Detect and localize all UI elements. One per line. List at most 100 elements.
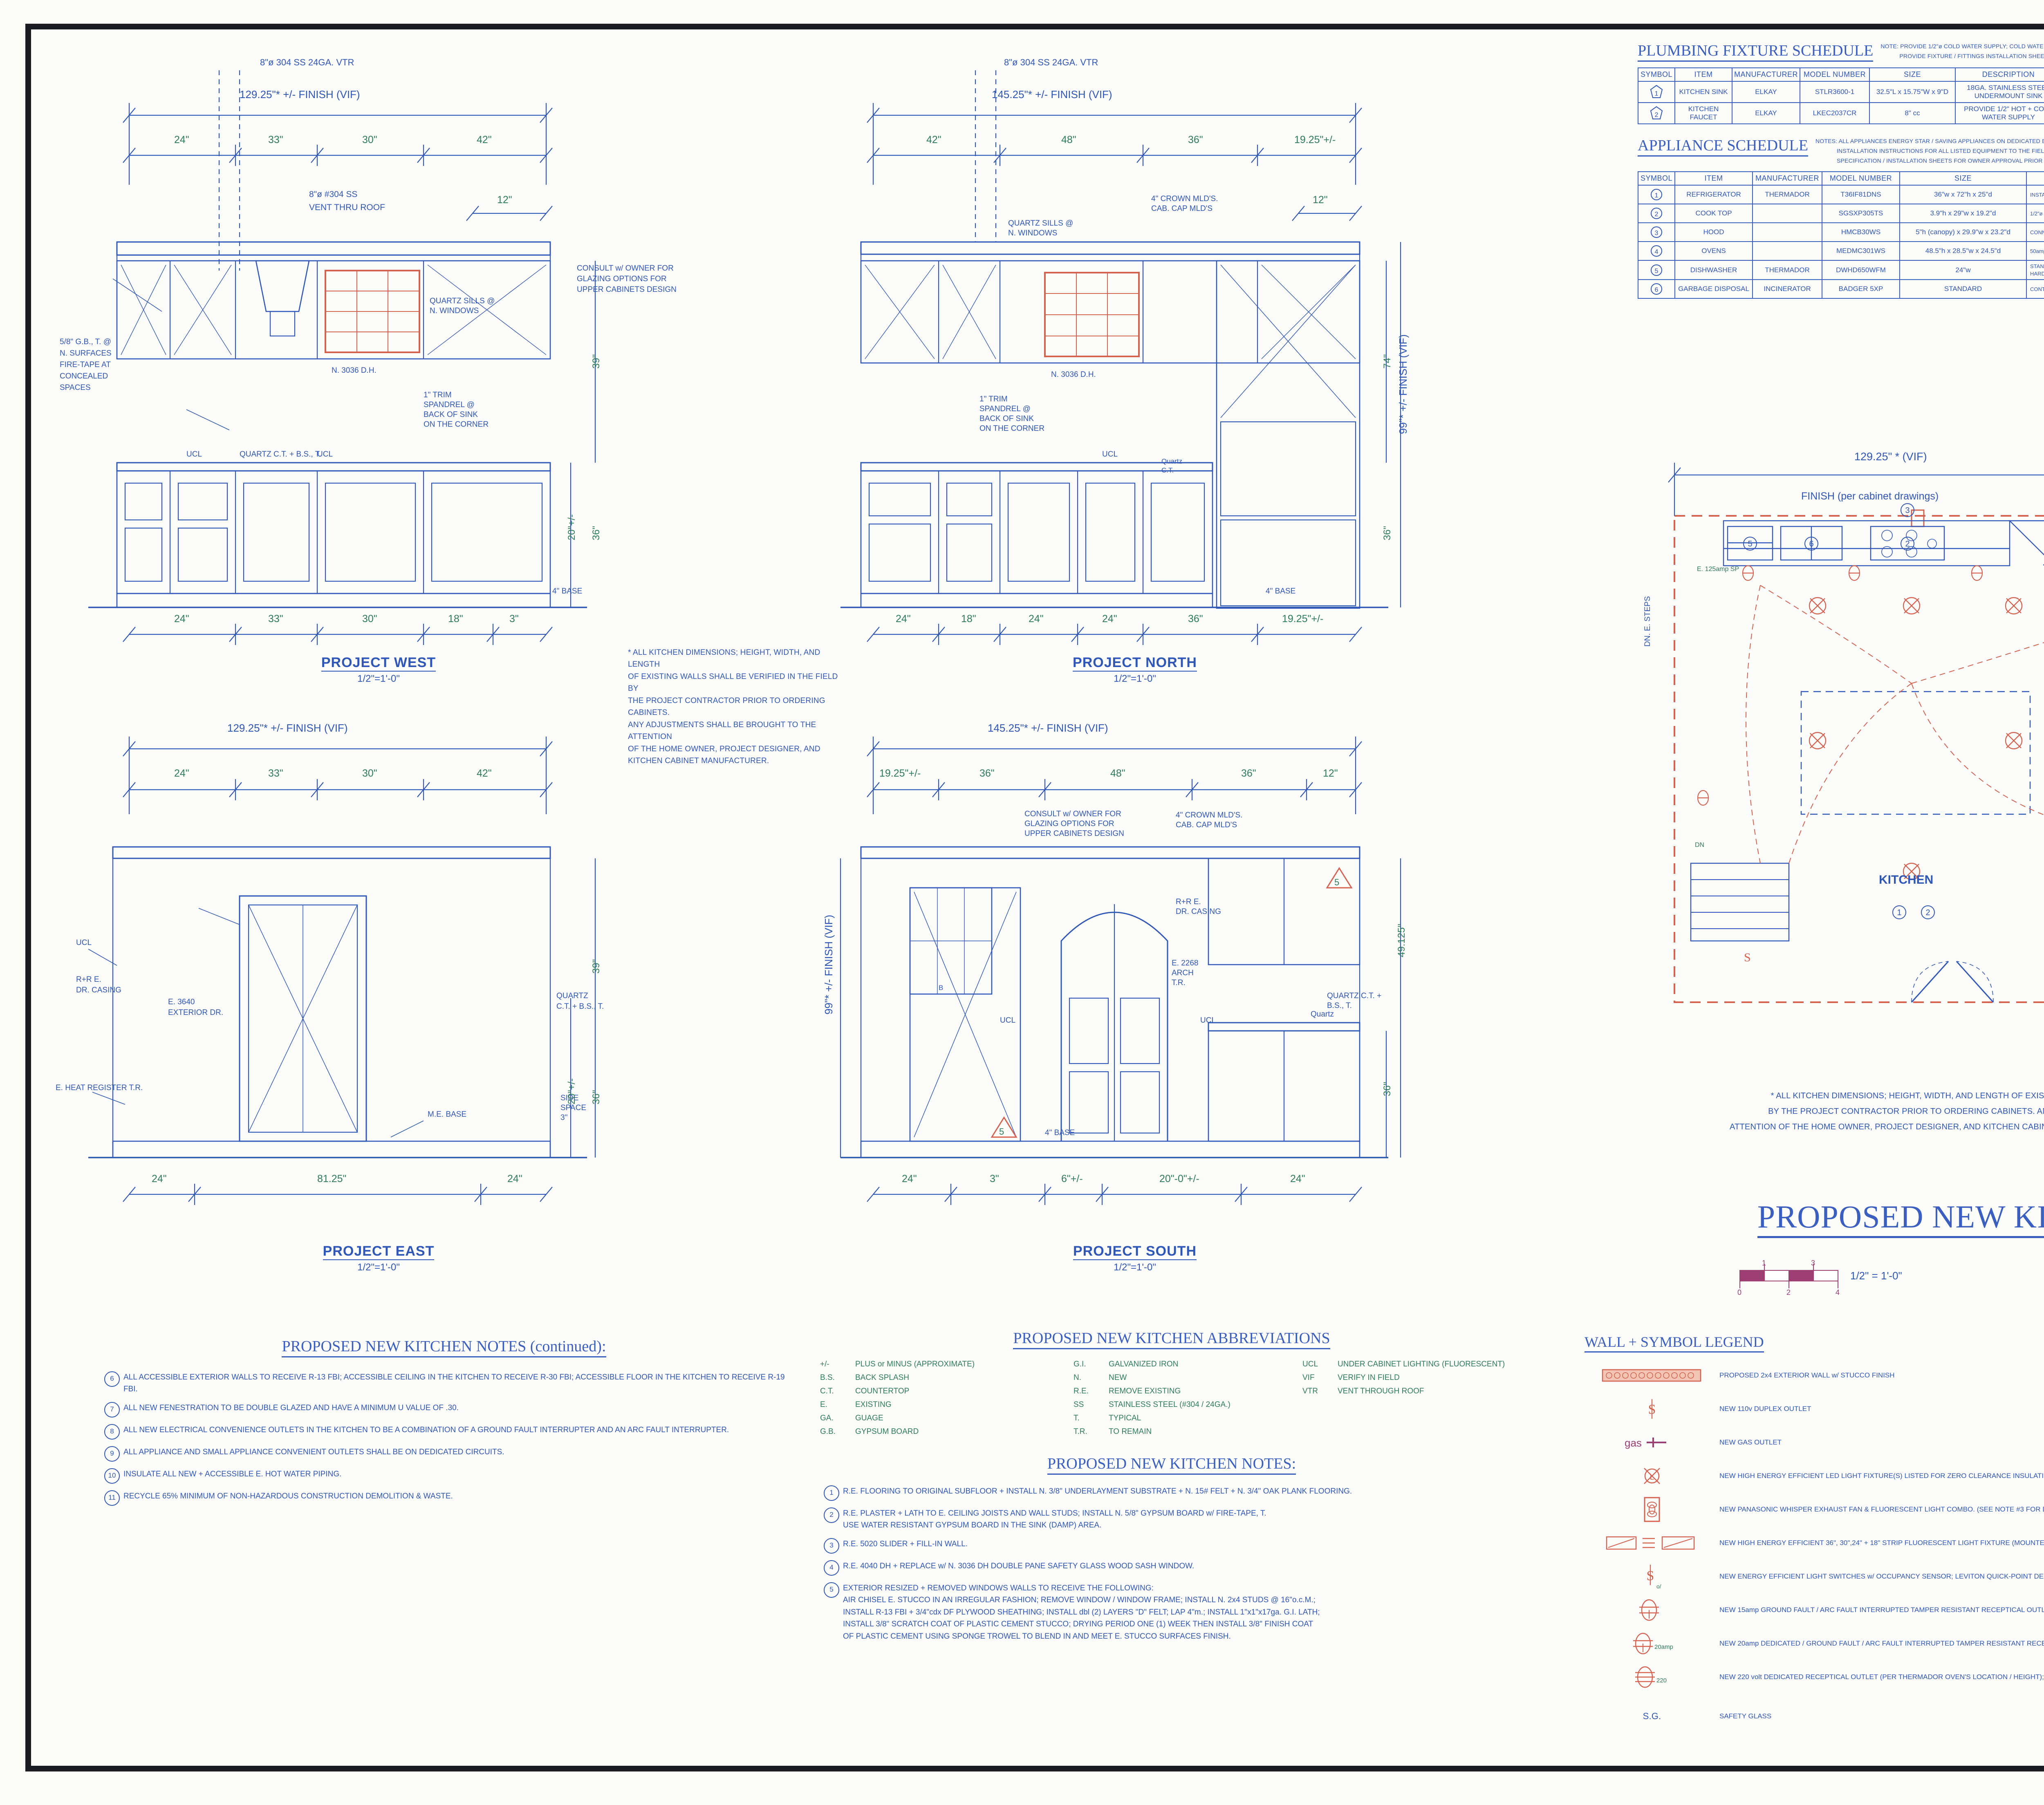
appl-remarks-6: CONTINUOUS FEED <box>2026 279 2044 299</box>
svg-text:24": 24" <box>174 613 189 625</box>
abbreviation-row: SS STAINLESS STEEL (#304 / 24GA.) <box>1074 1400 1302 1409</box>
plumbing-schedule-table: SYMBOL ITEM MANUFACTURER MODEL NUMBER SI… <box>1638 67 2044 124</box>
appl-mfr-5: THERMADOR <box>1752 260 1822 280</box>
note-number: 7 <box>101 1402 123 1418</box>
legend-item: S.G. SAFETY GLASS <box>1585 1705 2044 1728</box>
appl-symbol-4: 4 <box>1638 241 1675 261</box>
svg-text:220: 220 <box>1656 1677 1667 1684</box>
legend-item: NEW PANASONIC WHISPER EXHAUST FAN & FLUO… <box>1585 1497 2044 1522</box>
svg-text:24": 24" <box>1102 613 1117 625</box>
svg-text:CAB. CAP MLD'S: CAB. CAP MLD'S <box>1176 821 1237 829</box>
schedules-area: PLUMBING FIXTURE SCHEDULE NOTE: PROVIDE … <box>1638 42 2044 299</box>
appl-symbol-3: 3 <box>1638 222 1675 242</box>
svg-text:33": 33" <box>268 613 283 625</box>
abbreviation-row: N. NEW <box>1074 1373 1302 1382</box>
svg-text:36": 36" <box>979 768 995 779</box>
svg-text:QUARTZ: QUARTZ <box>556 992 588 1000</box>
svg-text:C.T.: C.T. <box>1161 466 1174 474</box>
svg-text:5: 5 <box>999 1126 1004 1137</box>
svg-text:42": 42" <box>926 134 941 146</box>
note-line: R.E. 5020 SLIDER + FILL-IN WALL. <box>843 1539 968 1548</box>
elevations-area: 24" 33" 30" 42" 12" 24" 33" 30" 18" 3" 1… <box>47 34 1535 1284</box>
elev-note-line-2: OF EXISTING WALLS SHALL BE VERIFIED IN T… <box>628 672 838 693</box>
note-item: 1 R.E. FLOORING TO ORIGINAL SUBFLOOR + I… <box>820 1485 1523 1501</box>
plumb-item-1: KITCHEN SINK <box>1674 81 1732 103</box>
elevation-scale-east: 1/2"=1'-0" <box>357 1262 400 1273</box>
legend-text: NEW 20amp DEDICATED / GROUND FAULT / ARC… <box>1719 1639 2044 1647</box>
svg-text:QUARTZ SILLS @: QUARTZ SILLS @ <box>430 297 495 305</box>
abbrev-value: COUNTERTOP <box>855 1387 910 1395</box>
note-item: 8 ALL NEW ELECTRICAL CONVENIENCE OUTLETS… <box>101 1424 787 1440</box>
appl-mfr-2 <box>1752 204 1822 224</box>
col-size: SIZE <box>1899 171 2027 186</box>
svg-text:N. WINDOWS: N. WINDOWS <box>1008 229 1057 237</box>
note-number: 10 <box>101 1468 123 1484</box>
table-row: 2 COOK TOP SGSXP305TS 3.9"h x 29"w x 19.… <box>1638 204 2044 224</box>
col-size: SIZE <box>1869 67 1956 82</box>
svg-text:UCL: UCL <box>1102 450 1118 459</box>
elevation-general-note: * ALL KITCHEN DIMENSIONS; HEIGHT, WIDTH,… <box>628 647 840 767</box>
note-item: 2 R.E. PLASTER + LATH TO E. CEILING JOIS… <box>820 1507 1523 1532</box>
appl-mfr-1: THERMADOR <box>1752 185 1822 205</box>
svg-text:o/: o/ <box>1656 1583 1661 1590</box>
appl-model-6: BADGER 5XP <box>1822 279 1900 299</box>
appl-symbol-1: 1 <box>1638 185 1675 205</box>
svg-text:24": 24" <box>1290 1173 1305 1185</box>
legend-title: WALL + SYMBOL LEGEND <box>1585 1333 1764 1353</box>
svg-text:4" CROWN MLD'S.: 4" CROWN MLD'S. <box>1176 811 1242 820</box>
col-symbol: SYMBOL <box>1638 171 1675 186</box>
table-row: 4 OVENS MEDMC301WS 48.5"h x 28.5"w x 24.… <box>1638 241 2044 261</box>
abbrev-key: +/- <box>820 1360 829 1368</box>
plumb-size-2: 8" cc <box>1869 102 1956 124</box>
abbreviation-row: E. EXISTING <box>820 1400 1074 1409</box>
plumb-model-2: LKEC2037CR <box>1800 102 1870 124</box>
svg-text:UPPER CABINETS DESIGN: UPPER CABINETS DESIGN <box>577 285 677 294</box>
svg-text:129.25"* +/- FINISH (VIF): 129.25"* +/- FINISH (VIF) <box>240 88 360 101</box>
svg-text:UCL: UCL <box>1200 1016 1216 1025</box>
svg-text:3: 3 <box>1905 506 1910 515</box>
abbreviation-row: G.B. GYPSUM BOARD <box>820 1427 1074 1436</box>
elevation-east: 24" 33" 30" 42" 24" 81.25" 24" 129.25"* … <box>56 712 759 1292</box>
abbrev-key: E. <box>820 1400 827 1409</box>
abbrev-value: STAINLESS STEEL (#304 / 24GA.) <box>1109 1400 1230 1409</box>
appl-size-3: 5"h (canopy) x 29.9"w x 23.2"d <box>1899 222 2027 242</box>
appliance-schedule-note-2: INSTALLATION INSTRUCTIONS FOR ALL LISTED… <box>1836 147 2044 154</box>
legend-item: 220 NEW 220 volt DEDICATED RECEPTICAL OU… <box>1585 1666 2044 1689</box>
col-mfr: MANUFACTURER <box>1731 67 1801 82</box>
elev-note-line-1: * ALL KITCHEN DIMENSIONS; HEIGHT, WIDTH,… <box>628 648 820 669</box>
table-row: 1 KITCHEN SINK ELKAY STLR3600-1 32.5"L x… <box>1638 81 2044 103</box>
note-line: OF PLASTIC CEMENT USING SPONGE TROWEL TO… <box>843 1632 1231 1641</box>
svg-text:gas: gas <box>1625 1437 1642 1449</box>
plan-room-label: KITCHEN <box>1879 873 1933 887</box>
svg-text:24": 24" <box>507 1173 522 1185</box>
legend-text: SAFETY GLASS <box>1719 1712 1772 1720</box>
svg-text:36": 36" <box>1241 768 1256 779</box>
svg-text:SIDE: SIDE <box>560 1094 578 1102</box>
svg-text:N. SURFACES: N. SURFACES <box>60 349 112 358</box>
legend-item: L NEW HIGH ENERGY EFFICIENT LED LIGHT FI… <box>1585 1465 2044 1487</box>
svg-text:5/8" G.B., T. @: 5/8" G.B., T. @ <box>60 338 111 346</box>
note-line: USE WATER RESISTANT GYPSUM BOARD IN THE … <box>843 1521 1102 1530</box>
svg-text:12": 12" <box>1313 194 1328 206</box>
elevation-scale-west: 1/2"=1'-0" <box>357 673 400 684</box>
plan-note-line-2: BY THE PROJECT CONTRACTOR PRIOR TO ORDER… <box>1768 1107 2044 1116</box>
svg-text:SPACE: SPACE <box>560 1104 586 1112</box>
abbrev-key: T.R. <box>1074 1427 1087 1436</box>
svg-text:39": 39" <box>591 354 602 369</box>
note-item: 4 R.E. 4040 DH + REPLACE w/ N. 3036 DH D… <box>820 1560 1523 1576</box>
abbrev-value: BACK SPLASH <box>855 1373 909 1382</box>
svg-text:Quartz: Quartz <box>1311 1010 1334 1019</box>
svg-text:48": 48" <box>1061 134 1076 146</box>
abbreviations-title: PROPOSED NEW KITCHEN ABBREVIATIONS <box>1013 1329 1330 1349</box>
svg-text:QUARTZ SILLS @: QUARTZ SILLS @ <box>1008 219 1073 228</box>
abbreviations-block: PROPOSED NEW KITCHEN ABBREVIATIONS +/- P… <box>820 1329 1523 1649</box>
abbrev-key: GA. <box>820 1414 834 1422</box>
svg-text:24": 24" <box>1029 613 1044 625</box>
duplex-outlet-icon: S <box>1585 1397 1719 1420</box>
legend-item: S NEW 110v DUPLEX OUTLET <box>1585 1397 2044 1420</box>
plumb-mfr-2: ELKAY <box>1731 102 1801 124</box>
svg-text:B: B <box>939 984 943 992</box>
note-text: ALL NEW ELECTRICAL CONVENIENCE OUTLETS I… <box>123 1425 729 1434</box>
elev-note-line-6: KITCHEN CABINET MANUFACTURER. <box>628 756 769 765</box>
svg-text:N. 3036 D.H.: N. 3036 D.H. <box>1051 370 1096 379</box>
